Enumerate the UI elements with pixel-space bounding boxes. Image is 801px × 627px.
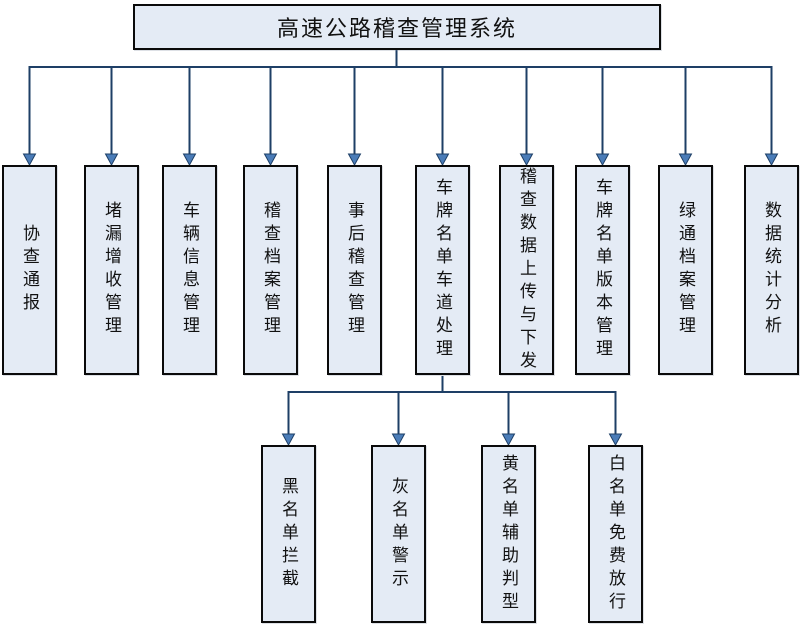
root-node-label: 高速公路稽查管理系统 <box>276 16 517 41</box>
node-label: 稽查档案管理 <box>261 201 280 339</box>
node-label: 堵漏增收管理 <box>102 201 121 339</box>
node-yellowlist-assist-classification: 黄名单辅助判型 <box>481 445 536 623</box>
node-graylist-warning: 灰名单警示 <box>371 445 426 623</box>
node-label: 车牌名单车道处理 <box>433 178 452 362</box>
node-post-inspection-mgmt: 事后稽查管理 <box>327 165 382 375</box>
node-assist-investigation-notice: 协查通报 <box>2 165 57 375</box>
node-plate-list-lane-processing: 车牌名单车道处理 <box>415 165 470 375</box>
node-label: 车牌名单版本管理 <box>593 178 612 362</box>
node-leak-plugging-revenue-mgmt: 堵漏增收管理 <box>84 165 139 375</box>
node-data-statistics-analysis: 数据统计分析 <box>744 165 799 375</box>
node-label: 协查通报 <box>20 224 39 316</box>
node-label: 白名单免费放行 <box>606 453 625 615</box>
node-vehicle-info-mgmt: 车辆信息管理 <box>162 165 217 375</box>
node-label: 灰名单警示 <box>389 476 408 592</box>
node-blacklist-intercept: 黑名单拦截 <box>261 445 316 623</box>
node-label: 黄名单辅助判型 <box>499 453 518 615</box>
node-label: 数据统计分析 <box>762 201 781 339</box>
node-label: 事后稽查管理 <box>345 201 364 339</box>
node-label: 绿通档案管理 <box>676 201 695 339</box>
node-label: 车辆信息管理 <box>180 201 199 339</box>
node-plate-list-version-mgmt: 车牌名单版本管理 <box>575 165 630 375</box>
node-inspection-data-upload-download: 稽查数据上传与下发 <box>499 165 554 375</box>
node-green-channel-archive-mgmt: 绿通档案管理 <box>658 165 713 375</box>
node-whitelist-free-pass: 白名单免费放行 <box>588 445 643 623</box>
root-node: 高速公路稽查管理系统 <box>133 4 661 50</box>
node-label: 黑名单拦截 <box>279 476 298 592</box>
node-label: 稽查数据上传与下发 <box>517 166 536 374</box>
node-inspection-archive-mgmt: 稽查档案管理 <box>243 165 298 375</box>
